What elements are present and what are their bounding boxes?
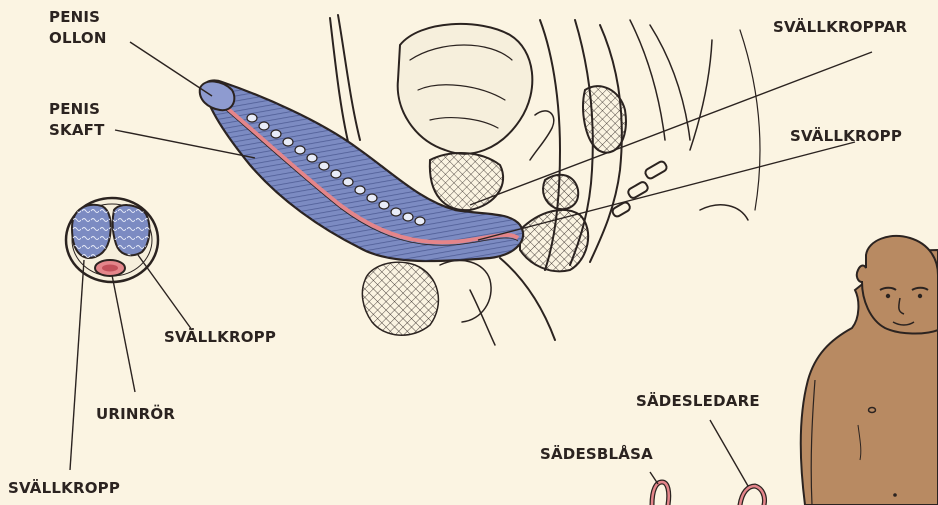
label-urinror: URINRÖR [96, 404, 175, 425]
label-sadesblasa: SÄDESBLÅSA [540, 444, 653, 465]
label-penis-ollon: PENIS OLLON [49, 7, 107, 49]
label-sadesledare: SÄDESLEDARE [636, 391, 760, 412]
label-svallkropp-right: SVÄLLKROPP [790, 126, 902, 147]
label-svallkropp-cross: SVÄLLKROPP [164, 327, 276, 348]
label-penis-skaft: PENIS SKAFT [49, 99, 105, 141]
cross-section-icon [66, 198, 158, 282]
label-penis-ollon-line2: OLLON [49, 28, 107, 49]
label-penis-skaft-line2: SKAFT [49, 120, 105, 141]
label-penis-ollon-line1: PENIS [49, 7, 107, 28]
human-figure-icon [801, 236, 938, 505]
label-penis-skaft-line1: PENIS [49, 99, 105, 120]
label-svallkroppar: SVÄLLKROPPAR [773, 17, 907, 38]
label-svallkropp-bottom: SVÄLLKROPP [8, 478, 120, 499]
